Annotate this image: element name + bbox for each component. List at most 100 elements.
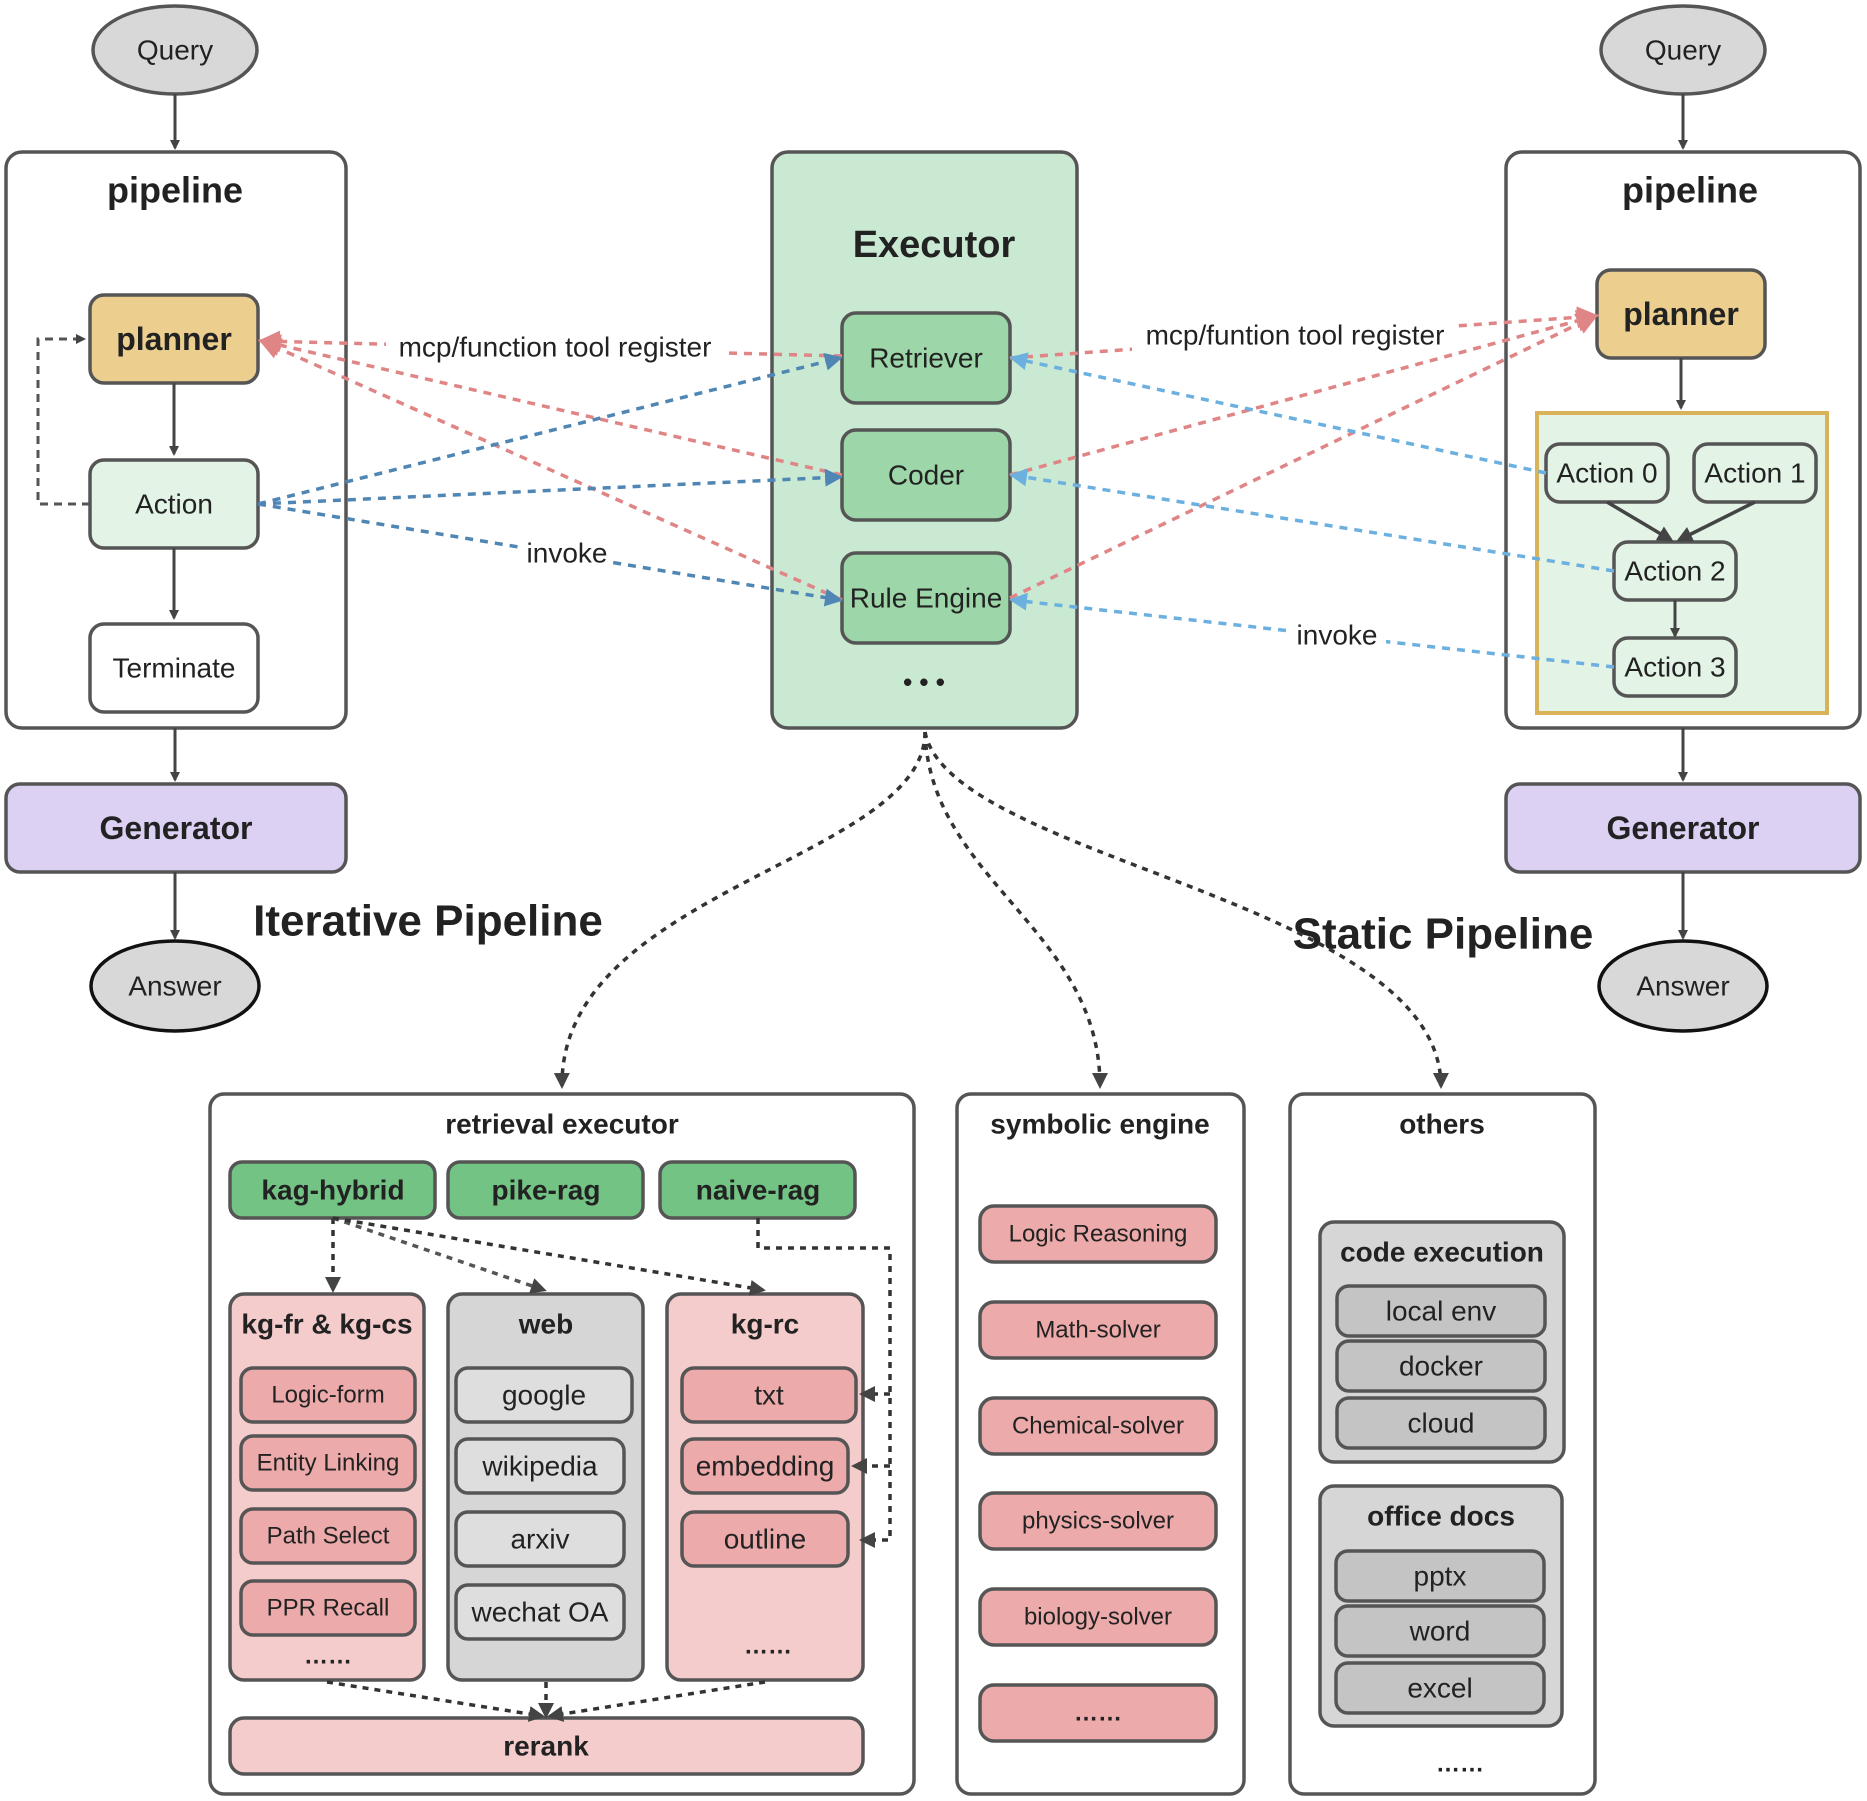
register-label-bg-right	[1132, 317, 1458, 353]
retriever-label: Retriever	[869, 343, 983, 374]
iterative-generator-label: Generator	[100, 810, 253, 846]
iterative-pipeline-title: pipeline	[107, 170, 243, 211]
txt-item	[680, 1366, 858, 1424]
wikipedia-item	[454, 1437, 626, 1495]
iterative-action-label: Action	[135, 489, 213, 520]
others-title: others	[1399, 1109, 1485, 1140]
physics-solver-label: physics-solver	[1022, 1508, 1174, 1535]
docker-label: docker	[1399, 1351, 1483, 1382]
cloud-item	[1335, 1396, 1547, 1450]
excel-item	[1334, 1661, 1546, 1715]
office-docs-title: office docs	[1367, 1501, 1515, 1532]
arxiv-label: arxiv	[510, 1524, 569, 1555]
arxiv-item	[454, 1510, 626, 1568]
invoke-label-left: invoke	[527, 538, 608, 569]
outline-label: outline	[724, 1524, 807, 1555]
kg-rc-to-rerank-arrow	[547, 1680, 766, 1722]
terminate-label: Terminate	[113, 653, 236, 684]
iterative-answer-node	[89, 939, 261, 1033]
pike-rag-label: pike-rag	[492, 1175, 601, 1206]
entity-linking-item	[239, 1434, 417, 1492]
register-label-left: mcp/function tool register	[399, 332, 712, 363]
physics-solver-item	[978, 1491, 1218, 1551]
local-env-item	[1335, 1284, 1547, 1338]
rule-engine-label: Rule Engine	[850, 583, 1003, 614]
iterative-planner-label: planner	[116, 321, 232, 357]
rule-engine-register-static-arrow	[1009, 313, 1599, 600]
iterative-answer-label: Answer	[128, 971, 221, 1002]
embedding-item	[680, 1437, 850, 1495]
executor-title: Executor	[853, 224, 1016, 266]
rule-engine-register-arrow	[258, 338, 843, 602]
logic-reasoning-label: Logic Reasoning	[1009, 1221, 1188, 1248]
kag-hybrid-to-kg-rc-arrow	[332, 1216, 766, 1296]
invoke-label-bg-right	[1290, 617, 1386, 653]
logic-form-item	[239, 1366, 417, 1424]
static-answer-node	[1597, 939, 1769, 1033]
action-3-label: Action 3	[1624, 652, 1725, 683]
chemical-solver-label: Chemical-solver	[1012, 1413, 1184, 1440]
static-pipeline-title-text: Static Pipeline	[1293, 910, 1594, 959]
docker-item	[1335, 1339, 1547, 1393]
path-select-label: Path Select	[267, 1523, 390, 1550]
static-answer-label: Answer	[1636, 971, 1729, 1002]
retriever-register-static-arrow	[1009, 306, 1599, 360]
coder-register-arrow	[258, 334, 843, 477]
wikipedia-label: wikipedia	[481, 1451, 598, 1482]
executor-to-others-arrow	[923, 731, 1449, 1089]
ppr-recall-label: PPR Recall	[267, 1595, 390, 1622]
action-1-label: Action 1	[1704, 458, 1805, 489]
kg-rc-more: ……	[744, 1633, 792, 1660]
action2-invoke-coder-arrow	[1009, 468, 1615, 573]
register-label-bg-left	[386, 329, 722, 365]
coder-label: Coder	[888, 460, 964, 491]
iterative-pipeline-title-text: Iterative Pipeline	[253, 897, 603, 946]
kg-rc-title: kg-rc	[731, 1309, 799, 1340]
word-item	[1334, 1604, 1546, 1658]
static-query-label: Query	[1645, 35, 1721, 66]
static-pipeline-title: pipeline	[1622, 170, 1758, 211]
naive-rag-to-outline-arrow	[756, 1218, 892, 1548]
cloud-label: cloud	[1408, 1408, 1475, 1439]
rerank-label: rerank	[503, 1731, 589, 1762]
math-solver-item	[978, 1300, 1218, 1360]
symbolic-more-item	[978, 1683, 1218, 1743]
executor-to-symbolic-arrow	[923, 731, 1108, 1089]
static-planner-label: planner	[1623, 296, 1739, 332]
word-label: word	[1409, 1616, 1471, 1647]
invoke-label-bg-left	[522, 535, 612, 571]
action-0-label: Action 0	[1556, 458, 1657, 489]
action-invoke-retriever-arrow	[257, 352, 843, 506]
action-2-label: Action 2	[1624, 556, 1725, 587]
web-title: web	[518, 1309, 573, 1340]
action0-invoke-retriever-arrow	[1009, 352, 1547, 475]
symbolic-more-label: ……	[1074, 1700, 1122, 1727]
retrieval-executor-title: retrieval executor	[445, 1109, 679, 1140]
executor-to-retrieval-arrow	[553, 731, 927, 1089]
kg-fr-kg-cs-title: kg-fr & kg-cs	[241, 1309, 412, 1340]
static-generator-label: Generator	[1607, 810, 1760, 846]
terminate-node	[88, 622, 260, 714]
action0-to-action2-arrow	[1606, 500, 1674, 542]
executor-ellipsis: • • •	[903, 667, 945, 697]
iterative-query-label: Query	[137, 35, 213, 66]
math-solver-label: Math-solver	[1035, 1317, 1160, 1344]
path-select-item	[239, 1507, 417, 1565]
google-label: google	[502, 1380, 586, 1411]
google-item	[454, 1366, 634, 1424]
logic-form-label: Logic-form	[271, 1382, 384, 1409]
iteration-loop-arrow	[36, 334, 90, 506]
pptx-item	[1334, 1549, 1546, 1603]
others-more: ……	[1436, 1751, 1484, 1778]
kg-to-rerank-arrow	[326, 1680, 545, 1722]
local-env-label: local env	[1386, 1296, 1497, 1327]
wechat-oa-label: wechat OA	[471, 1597, 609, 1628]
logic-reasoning-item	[978, 1204, 1218, 1264]
kg-fr-kg-cs-more: ……	[304, 1643, 352, 1670]
kag-hybrid-to-web-arrow	[332, 1216, 547, 1294]
register-label-right: mcp/funtion tool register	[1146, 320, 1445, 351]
kag-hybrid-label: kag-hybrid	[261, 1175, 404, 1206]
action-invoke-coder-arrow	[257, 468, 843, 506]
outline-item	[680, 1510, 850, 1568]
